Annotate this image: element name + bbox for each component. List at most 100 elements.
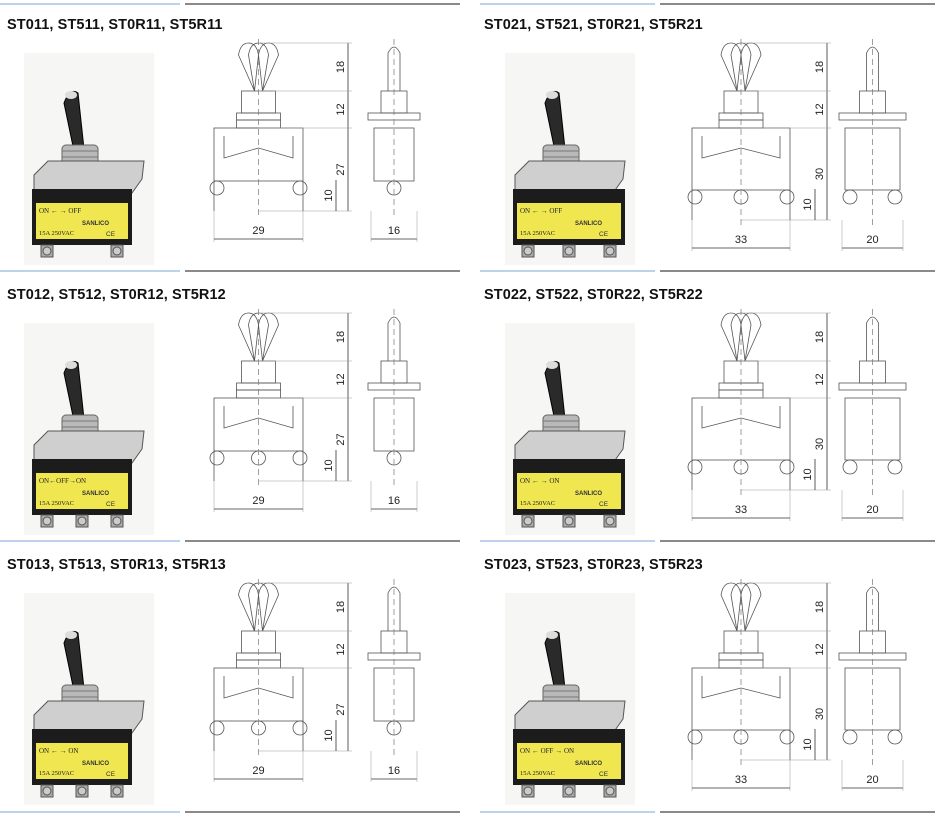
side-terminal-outline <box>887 459 903 475</box>
dim-width: 33 <box>735 504 747 516</box>
label-rating-text: 15A 250VAC <box>520 230 555 237</box>
dim-bushing-height: 12 <box>335 373 347 385</box>
metal-frame <box>33 700 145 734</box>
terminal-outline <box>687 189 703 205</box>
dim-lever-height: 18 <box>814 61 826 73</box>
dim-depth: 20 <box>866 504 878 516</box>
terminal-outline <box>687 459 703 475</box>
dim-bushing-height: 12 <box>335 103 347 115</box>
terminal-outline <box>779 729 795 745</box>
yellow-label <box>517 743 621 779</box>
screw-head <box>42 786 52 796</box>
dim-width: 33 <box>735 234 747 246</box>
label-brand-text: SANLICO <box>82 761 109 767</box>
screw-head <box>523 786 533 796</box>
terminal-outline <box>779 459 795 475</box>
section-divider <box>185 811 460 813</box>
side-terminal-outline <box>887 729 903 745</box>
lever-highlight <box>546 631 558 639</box>
label-action-text: ON ← OFF → ON <box>520 747 574 755</box>
dim-terminal-height: 10 <box>323 729 335 741</box>
dim-terminal-height: 10 <box>802 738 814 750</box>
dim-body-height: 30 <box>814 438 826 450</box>
body-window <box>223 406 294 429</box>
section-divider <box>0 3 180 5</box>
body-window <box>701 406 781 429</box>
section-divider <box>0 811 180 813</box>
screw-head <box>77 516 87 526</box>
lever-highlight <box>65 91 77 99</box>
screw-head <box>112 246 122 256</box>
dim-depth: 16 <box>388 495 400 507</box>
dim-width: 29 <box>252 765 264 777</box>
side-terminal-outline <box>842 459 858 475</box>
terminal-outline <box>209 720 225 736</box>
terminal-outline <box>292 180 308 196</box>
dim-terminal-height: 10 <box>802 198 814 210</box>
label-ce-mark: CE <box>599 771 609 778</box>
screw-head <box>77 786 87 796</box>
frame-legs <box>691 190 791 220</box>
label-action-text: ON ← → ON <box>520 477 559 485</box>
screw-head <box>42 516 52 526</box>
label-action-text: ON ← → OFF <box>39 207 81 215</box>
label-ce-mark: CE <box>106 771 116 778</box>
metal-frame <box>33 160 145 194</box>
yellow-label <box>36 743 128 779</box>
dim-depth: 16 <box>388 765 400 777</box>
dim-bushing-height: 12 <box>814 103 826 115</box>
dim-depth: 20 <box>866 774 878 786</box>
body-window <box>223 676 294 699</box>
section-divider <box>185 270 460 272</box>
label-brand-text: SANLICO <box>82 491 109 497</box>
side-lever-outline <box>866 46 879 91</box>
label-action-text: ON ← → ON <box>39 747 78 755</box>
terminal-outline <box>687 729 703 745</box>
side-lever-outline <box>387 316 401 361</box>
screw-head <box>112 516 122 526</box>
dim-lever-height: 18 <box>335 601 347 613</box>
label-brand-text: SANLICO <box>575 761 602 767</box>
body-window <box>701 136 781 159</box>
screw-head <box>605 786 615 796</box>
section-divider <box>0 270 180 272</box>
dim-terminal-height: 10 <box>323 189 335 201</box>
screw-head <box>605 516 615 526</box>
label-ce-mark: CE <box>599 231 609 238</box>
dim-bushing-height: 12 <box>335 643 347 655</box>
yellow-label <box>517 203 621 239</box>
side-terminal-outline <box>842 729 858 745</box>
lever-outline-left <box>238 42 263 92</box>
terminal-outline <box>779 189 795 205</box>
section-divider <box>0 540 180 542</box>
label-rating-text: 15A 250VAC <box>39 770 74 777</box>
yellow-label <box>36 203 128 239</box>
lever-highlight <box>65 361 77 369</box>
section-divider <box>185 3 460 5</box>
side-lever-outline <box>387 586 401 631</box>
label-brand-text: SANLICO <box>575 221 602 227</box>
section-divider <box>480 811 655 813</box>
dim-lever-height: 18 <box>814 331 826 343</box>
dim-body-height: 27 <box>335 163 347 175</box>
dim-depth: 16 <box>388 225 400 237</box>
dim-body-height: 27 <box>335 703 347 715</box>
frame-legs <box>691 460 791 490</box>
frame-legs <box>691 730 791 760</box>
frame-legs <box>213 721 304 751</box>
section-divider <box>660 811 935 813</box>
section-title: ST021, ST521, ST0R21, ST5R21 <box>484 17 703 33</box>
screw-head <box>42 246 52 256</box>
lever-outline-left <box>720 582 746 632</box>
dim-body-height: 27 <box>335 433 347 445</box>
label-action-text: ON←OFF→ON <box>39 477 86 485</box>
